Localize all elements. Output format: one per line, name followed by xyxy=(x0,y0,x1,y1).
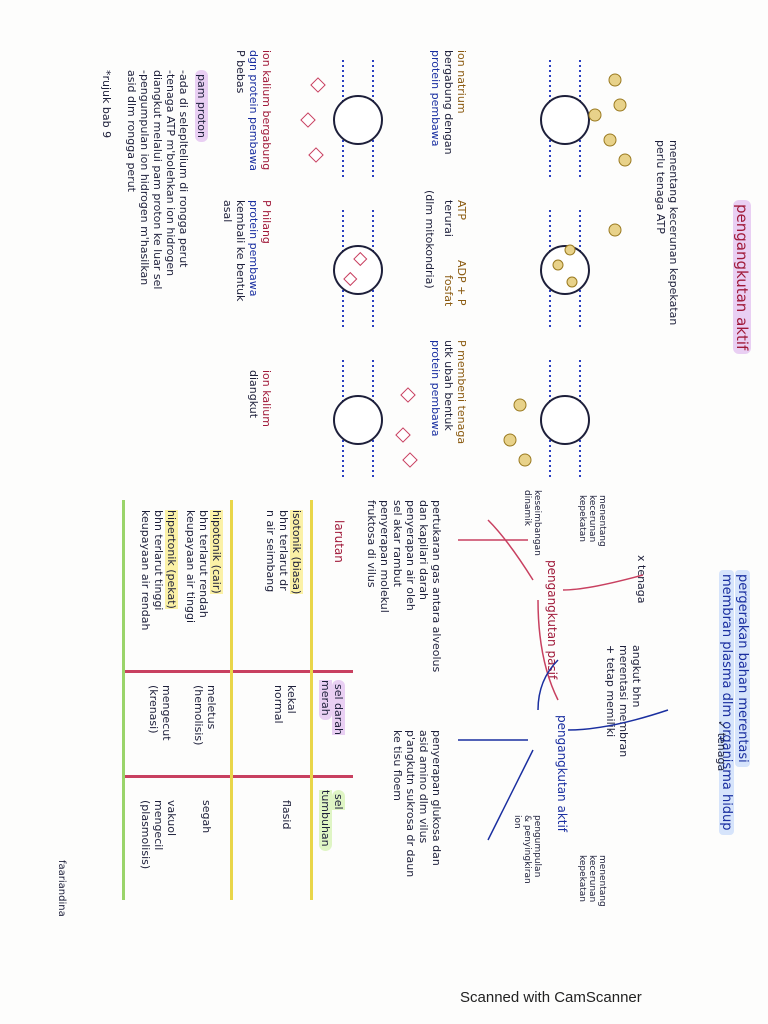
row3-plant-1: vakuol xyxy=(165,800,178,837)
row1-solution-title-text: isotonik (biasa) xyxy=(290,510,303,595)
tonicity-table: larutan sel darah merah sel tumbuhan iso… xyxy=(122,500,353,900)
table-hline-2 xyxy=(230,500,233,900)
membrane-3 xyxy=(503,360,590,480)
row2-solution-line-2: keupayaan air tinggi xyxy=(184,510,197,624)
step5-label-1: ion kalium bergabung xyxy=(260,50,273,171)
row3-solution-line-2: keupayaan air rendah xyxy=(139,510,152,631)
atp-label-5: (dlm mitokondria) xyxy=(423,190,436,289)
row3-rbc-2: (krenasi) xyxy=(147,685,160,734)
row2-rbc-1: meletus xyxy=(205,685,218,730)
step4-label-4: asal xyxy=(221,200,234,223)
row2-rbc-2: (hemolisis) xyxy=(192,685,205,746)
membrane-1 xyxy=(540,60,632,180)
table-header-solution: larutan xyxy=(332,520,346,563)
table-header-plant-text: sel tumbuhan xyxy=(319,790,345,851)
proton-line-2: -tenaga ATP m'bolehkan ion hidrogen xyxy=(164,70,177,277)
row3-plant-2: mengecil xyxy=(152,800,165,851)
proton-line-5: asid dlm rongga perut xyxy=(125,70,138,192)
membrane-diagrams-bottom xyxy=(300,60,418,480)
step4-label-3: kembali ke bentuk xyxy=(234,200,247,302)
membrane-5 xyxy=(333,210,383,330)
step1-label-2: bergabung dengan xyxy=(442,50,455,155)
row1-plant-1: flasid xyxy=(280,800,293,830)
table-header-rbc-text: sel darah merah xyxy=(319,680,345,736)
passive-example-4: sel akar rambut xyxy=(391,500,404,587)
proton-title-text: pam proton xyxy=(195,70,208,142)
row2-plant-1: segah xyxy=(200,800,213,834)
movement-title-2: membran plasma dlm organisma hidup xyxy=(719,570,734,835)
atp-label-3: ADP + P xyxy=(455,260,468,306)
active-example-3: p'angkutn sukrosa dr daun xyxy=(404,730,417,878)
active-def-2: perlu tenaga ATP xyxy=(654,140,667,234)
row2-solution-line-1: bhn terlarut rendah xyxy=(197,510,210,618)
table-hline-3 xyxy=(122,500,125,900)
table-divider-2 xyxy=(123,775,353,778)
step3-label-1: ion kalium xyxy=(260,370,273,427)
table-hline-1 xyxy=(310,500,313,900)
passive-example-5: penyerapan molekul xyxy=(378,500,391,613)
tenaga-yes: ✓ tenaga xyxy=(715,720,728,772)
step3-label-2: diangkut xyxy=(247,370,260,419)
step1-label-3: protein pembawa xyxy=(429,50,442,147)
step2-label-2: utk ubah bentuk xyxy=(442,340,455,431)
step2-label-1: P membeni tenaga xyxy=(455,340,468,445)
row2-solution-title: hipotonik (cair) xyxy=(210,510,223,594)
row1-solution-line-2: n air seimbang xyxy=(264,510,277,593)
concept-map-lines xyxy=(458,519,669,841)
active-title: pengangkutan aktif xyxy=(733,200,751,355)
step2-label-3: protein pembawa xyxy=(429,340,442,437)
step4-label-2: protein pembawa xyxy=(247,200,260,297)
row3-solution-title: hipertonik (pekat) xyxy=(165,510,178,609)
atp-label-2: terurai xyxy=(442,200,455,237)
passive-example-1: pertukaran gas antara alveolus xyxy=(430,500,443,673)
row2-solution-title-text: hipotonik (cair) xyxy=(210,510,223,594)
step5-label-2: dgn protein pembawa xyxy=(247,50,260,171)
row3-solution-line-1: bhn terlarut tinggi xyxy=(152,510,165,611)
membrane-4 xyxy=(300,60,383,180)
proton-line-1: -ada di selepltelium di rongga perut xyxy=(177,70,190,268)
row1-rbc-1: kekal xyxy=(285,685,298,714)
atp-label-1: ATP xyxy=(455,200,468,221)
active-def-1: menentang kecerunan kepekatan xyxy=(667,140,680,326)
row1-rbc-2: normal xyxy=(272,685,285,724)
passive-example-3: penyerapan air oleh xyxy=(404,500,417,611)
proton-line-3: diangkut melalui pam proton ke luar sel xyxy=(151,70,164,290)
passive-example-2: dan kapilari darah xyxy=(417,500,430,600)
active-example-4: ke tisu floem xyxy=(391,730,404,801)
membrane-6 xyxy=(333,360,418,480)
atp-label-4: fosfat xyxy=(442,275,455,307)
scanner-footer: Scanned with CamScanner xyxy=(460,989,642,1006)
movement-title-1: pergerakan bahan merentasi xyxy=(735,570,750,767)
proton-title: pam proton xyxy=(195,70,208,142)
signature: faariandina xyxy=(56,860,67,917)
step5-label-3: P bebas xyxy=(234,50,247,94)
table-header-rbc: sel darah merah xyxy=(319,680,345,760)
active-title-text: pengangkutan aktif xyxy=(733,200,751,355)
membrane-diagrams-top xyxy=(503,60,632,480)
step1-label-1: ion natrium xyxy=(455,50,468,114)
membrane-2 xyxy=(540,210,622,330)
proton-line-4: -pengumpulan ion hidrogen m'hasilkan xyxy=(138,70,151,286)
passive-example-6: fruktosa di vilus xyxy=(365,500,378,588)
refer-note: *rujuk bab 9 xyxy=(100,70,113,139)
movement-title-1-text: pergerakan bahan merentasi xyxy=(735,570,750,767)
row1-solution-line-1: bhn terlarut dr xyxy=(277,510,290,591)
movement-title-2-text: membran plasma dlm organisma hidup xyxy=(719,570,734,835)
table-header-plant: sel tumbuhan xyxy=(319,790,345,870)
row1-solution-title: isotonik (biasa) xyxy=(290,510,303,595)
step4-label-1: P hilang xyxy=(260,200,273,244)
row3-solution-title-text: hipertonik (pekat) xyxy=(165,510,178,609)
active-example-1: penyerapan glukosa dan xyxy=(430,730,443,866)
row3-plant-3: (plasmolisis) xyxy=(139,800,152,870)
active-example-2: asid amino dlm vilus xyxy=(417,730,430,844)
row3-rbc-1: mengecut xyxy=(160,685,173,741)
table-divider-1 xyxy=(123,670,353,673)
